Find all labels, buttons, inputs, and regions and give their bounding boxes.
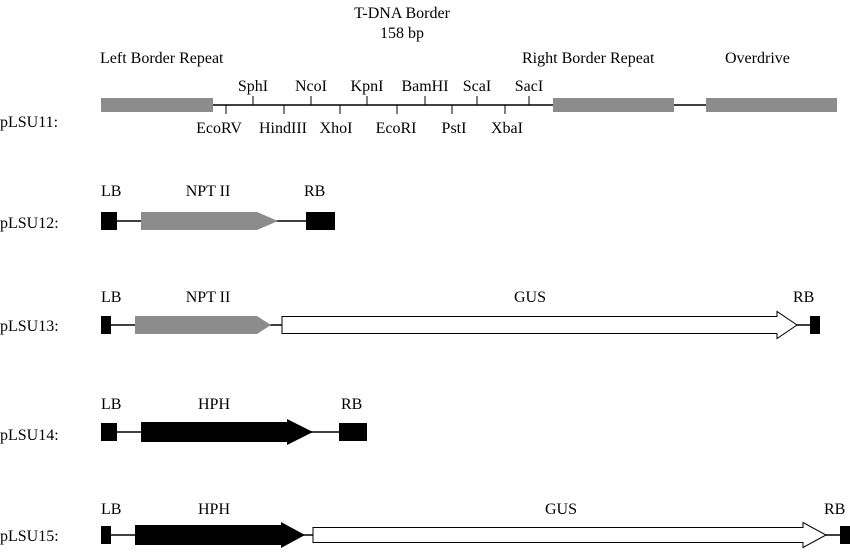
left-border-repeat-label: Left Border Repeat bbox=[100, 50, 224, 67]
site-hindiii: HindIII bbox=[259, 120, 307, 137]
tdna-border-size: 158 bp bbox=[380, 25, 424, 42]
lb-label: LB bbox=[101, 289, 121, 306]
construct-name: pLSU12: bbox=[0, 215, 59, 232]
construct-plsu12: pLSU12: LB RB NPT II bbox=[0, 183, 335, 232]
hph-arrow bbox=[135, 522, 305, 548]
site-ecori: EcoRI bbox=[376, 120, 417, 137]
site-sphi: SphI bbox=[238, 78, 268, 95]
construct-name: pLSU14: bbox=[0, 427, 59, 444]
site-xhoi: XhoI bbox=[320, 120, 353, 137]
gene-label-npt-ii: NPT II bbox=[186, 183, 231, 200]
lb-box bbox=[101, 212, 117, 230]
rb-label: RB bbox=[341, 396, 362, 413]
site-saci: SacI bbox=[515, 78, 543, 95]
construct-plsu14: pLSU14: LB RB HPH bbox=[0, 396, 367, 445]
rb-box bbox=[339, 423, 367, 441]
construct-name: pLSU11: bbox=[0, 114, 58, 131]
site-xbai: XbaI bbox=[491, 120, 523, 137]
site-scai: ScaI bbox=[463, 78, 491, 95]
rb-box bbox=[840, 526, 850, 544]
lb-box bbox=[101, 423, 117, 441]
gene-label-hph: HPH bbox=[198, 501, 230, 518]
construct-plsu15: pLSU15: LB RB HPH GUS bbox=[0, 501, 850, 549]
lb-label: LB bbox=[101, 396, 121, 413]
site-kpni: KpnI bbox=[351, 78, 384, 95]
site-ncoi: NcoI bbox=[295, 78, 327, 95]
construct-plsu13: pLSU13: LB RB NPT II GUS bbox=[0, 289, 820, 340]
construct-plsu11: pLSU11: Left Border Repeat Right Border … bbox=[0, 50, 837, 137]
overdrive-label: Overdrive bbox=[725, 50, 790, 67]
lb-label: LB bbox=[101, 501, 121, 518]
rb-label: RB bbox=[793, 289, 814, 306]
gene-label-gus: GUS bbox=[514, 289, 546, 306]
tdna-border-title: T-DNA Border bbox=[354, 5, 451, 22]
hph-arrow bbox=[141, 419, 313, 445]
lb-label: LB bbox=[101, 183, 121, 200]
gene-label-gus: GUS bbox=[545, 501, 577, 518]
left-border-repeat-box bbox=[101, 98, 213, 112]
gus-arrow bbox=[312, 521, 828, 549]
gene-label-hph: HPH bbox=[198, 396, 230, 413]
right-border-repeat-box bbox=[553, 98, 674, 112]
site-psti: PstI bbox=[442, 120, 467, 137]
rb-box bbox=[306, 212, 335, 230]
construct-name: pLSU13: bbox=[0, 318, 59, 335]
construct-name: pLSU15: bbox=[0, 528, 59, 545]
rb-label: RB bbox=[304, 183, 325, 200]
overdrive-box bbox=[706, 98, 837, 112]
lb-box bbox=[101, 526, 111, 544]
npt-ii-arrow bbox=[135, 316, 271, 334]
gus-arrow bbox=[281, 310, 798, 340]
site-ecorv: EcoRV bbox=[196, 120, 242, 137]
site-bamhi: BamHI bbox=[401, 78, 448, 95]
gene-label-npt-ii: NPT II bbox=[186, 289, 231, 306]
rb-label: RB bbox=[824, 501, 845, 518]
rb-box bbox=[810, 316, 820, 334]
npt-ii-arrow bbox=[141, 212, 278, 230]
lb-box bbox=[101, 316, 111, 334]
right-border-repeat-label: Right Border Repeat bbox=[522, 50, 655, 67]
